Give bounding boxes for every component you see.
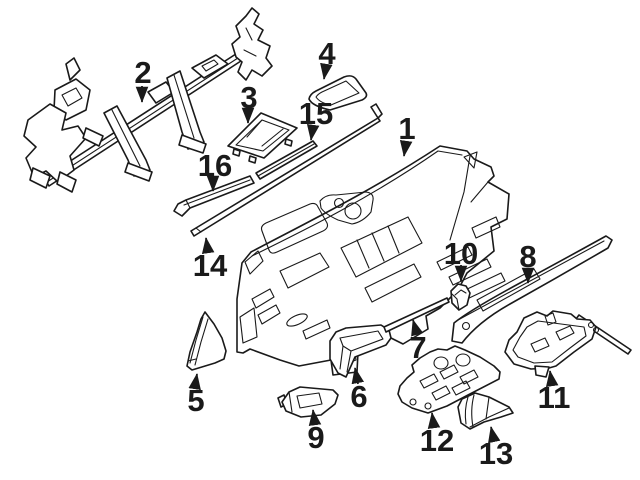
part-5-sail-trim-drawing — [186, 311, 227, 371]
part-2-crossmember-drawing — [23, 7, 273, 193]
callout-label-16[interactable]: 16 — [198, 148, 232, 183]
callout-arrow-9 — [308, 409, 322, 426]
callout-label-4[interactable]: 4 — [318, 36, 336, 71]
callout-arrow-13 — [488, 426, 501, 444]
callout-label-7[interactable]: 7 — [409, 330, 426, 365]
callout-arrow-4 — [320, 62, 333, 80]
callout-label-8[interactable]: 8 — [519, 239, 536, 274]
callout-arrow-7 — [411, 319, 424, 337]
callout-arrow-1 — [399, 139, 413, 157]
part-16-trim-strip-drawing — [173, 175, 255, 217]
callout-arrow-6 — [351, 367, 365, 385]
callout-label-11[interactable]: 11 — [538, 380, 571, 415]
callout-arrow-11 — [545, 370, 559, 388]
part-9-bracket-drawing — [277, 386, 339, 418]
part-4-corner-trim-drawing — [308, 75, 368, 111]
part-11-glovebox-frame-drawing — [504, 310, 632, 378]
part-6-storage-pocket-drawing — [329, 324, 392, 378]
part-3-trim-plate-drawing — [227, 112, 298, 164]
callout-label-1[interactable]: 1 — [398, 111, 415, 146]
part-15-trim-strip-drawing — [255, 140, 318, 180]
part-12-lower-panel-drawing — [397, 345, 501, 414]
part-14-long-strip-drawing — [190, 103, 383, 237]
callout-arrow-12 — [427, 412, 441, 429]
callout-label-12[interactable]: 12 — [420, 423, 454, 458]
callout-arrow-14 — [201, 237, 215, 255]
callout-label-10[interactable]: 10 — [444, 236, 478, 271]
callout-label-13[interactable]: 13 — [479, 436, 513, 471]
callout-label-6[interactable]: 6 — [350, 379, 367, 414]
part-13-storage-tray-drawing — [457, 392, 514, 430]
callout-label-2[interactable]: 2 — [134, 55, 151, 90]
part-1-instrument-panel-drawing — [236, 145, 510, 376]
callout-label-9[interactable]: 9 — [307, 420, 324, 455]
callout-label-15[interactable]: 15 — [299, 96, 333, 131]
callout-arrow-15 — [306, 123, 320, 141]
callout-label-5[interactable]: 5 — [187, 383, 204, 418]
callout-arrow-5 — [188, 373, 201, 391]
callout-label-3[interactable]: 3 — [240, 80, 257, 115]
part-7-thin-strip-drawing — [383, 297, 450, 333]
callout-label-14[interactable]: 14 — [193, 248, 228, 283]
part-10-clip-drawing — [450, 283, 471, 311]
